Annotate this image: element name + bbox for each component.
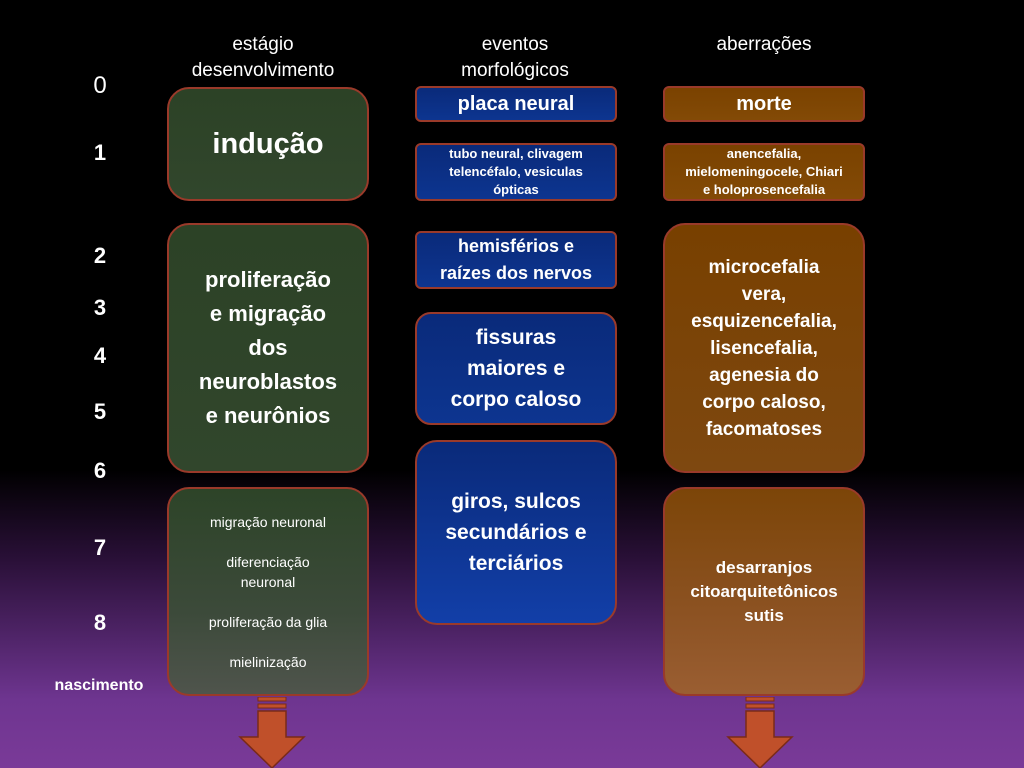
- event-box-tubo: tubo neural, clivagem telencéfalo, vesic…: [415, 143, 617, 201]
- down-arrow-icon: [238, 697, 306, 768]
- header-aberrations: aberrações: [716, 34, 812, 55]
- month-label-6: 6: [93, 458, 107, 483]
- event-box-hemisferios: hemisférios e raízes dos nervos: [415, 231, 617, 289]
- aberration-desarranjos-text: desarranjos citoarquitetônicos sutis: [690, 557, 838, 625]
- aberration-box-desarranjos: desarranjos citoarquitetônicos sutis: [663, 487, 865, 696]
- aberration-anencefalia-text: anencefalia, mielomeningocele, Chiari e …: [685, 146, 843, 197]
- event-placa-text: placa neural: [457, 92, 575, 115]
- month-label-7: 7: [93, 535, 107, 560]
- event-box-placa: placa neural: [415, 86, 617, 122]
- aberration-box-microcefalia: microcefalia vera, esquizencefalia, lise…: [663, 223, 865, 473]
- header-stage: estágio desenvolvimento: [191, 34, 335, 81]
- event-tubo-text: tubo neural, clivagem telencéfalo, vesic…: [449, 146, 583, 197]
- stage-late-item: diferenciação neuronal: [226, 553, 310, 590]
- stage-inducao-text: indução: [212, 127, 324, 160]
- month-label-3: 3: [93, 295, 107, 320]
- event-fissuras-text: fissuras maiores e corpo caloso: [450, 326, 582, 411]
- month-label-0: 0: [93, 72, 107, 99]
- event-giros-text: giros, sulcos secundários e terciários: [445, 490, 587, 575]
- stage-proliferacao-text: proliferação e migração dos neuroblastos…: [198, 267, 338, 428]
- month-label-4: 4: [93, 343, 107, 368]
- aberration-box-morte: morte: [663, 86, 865, 122]
- month-label-2: 2: [93, 243, 107, 268]
- month-label-5: 5: [93, 399, 107, 424]
- event-hemisferios-text: hemisférios e raízes dos nervos: [439, 236, 593, 283]
- aberration-microcefalia-text: microcefalia vera, esquizencefalia, lise…: [691, 256, 837, 440]
- aberration-morte-text: morte: [736, 92, 792, 115]
- stage-box-late: migração neuronal diferenciação neuronal…: [167, 487, 369, 696]
- stage-late-item: mielinização: [229, 653, 307, 670]
- aberration-box-anencefalia: anencefalia, mielomeningocele, Chiari e …: [663, 143, 865, 201]
- month-label-1: 1: [93, 140, 107, 165]
- stage-box-inducao: indução: [167, 87, 369, 201]
- event-box-giros: giros, sulcos secundários e terciários: [415, 440, 617, 625]
- stage-late-item: migração neuronal: [210, 513, 326, 530]
- event-box-fissuras: fissuras maiores e corpo caloso: [415, 312, 617, 425]
- down-arrow-icon: [726, 697, 794, 768]
- birth-label: nascimento: [54, 677, 144, 694]
- stage-late-item: proliferação da glia: [208, 613, 328, 630]
- header-events: eventos morfológicos: [461, 34, 569, 81]
- month-label-8: 8: [93, 610, 107, 635]
- stage-box-proliferacao: proliferação e migração dos neuroblastos…: [167, 223, 369, 473]
